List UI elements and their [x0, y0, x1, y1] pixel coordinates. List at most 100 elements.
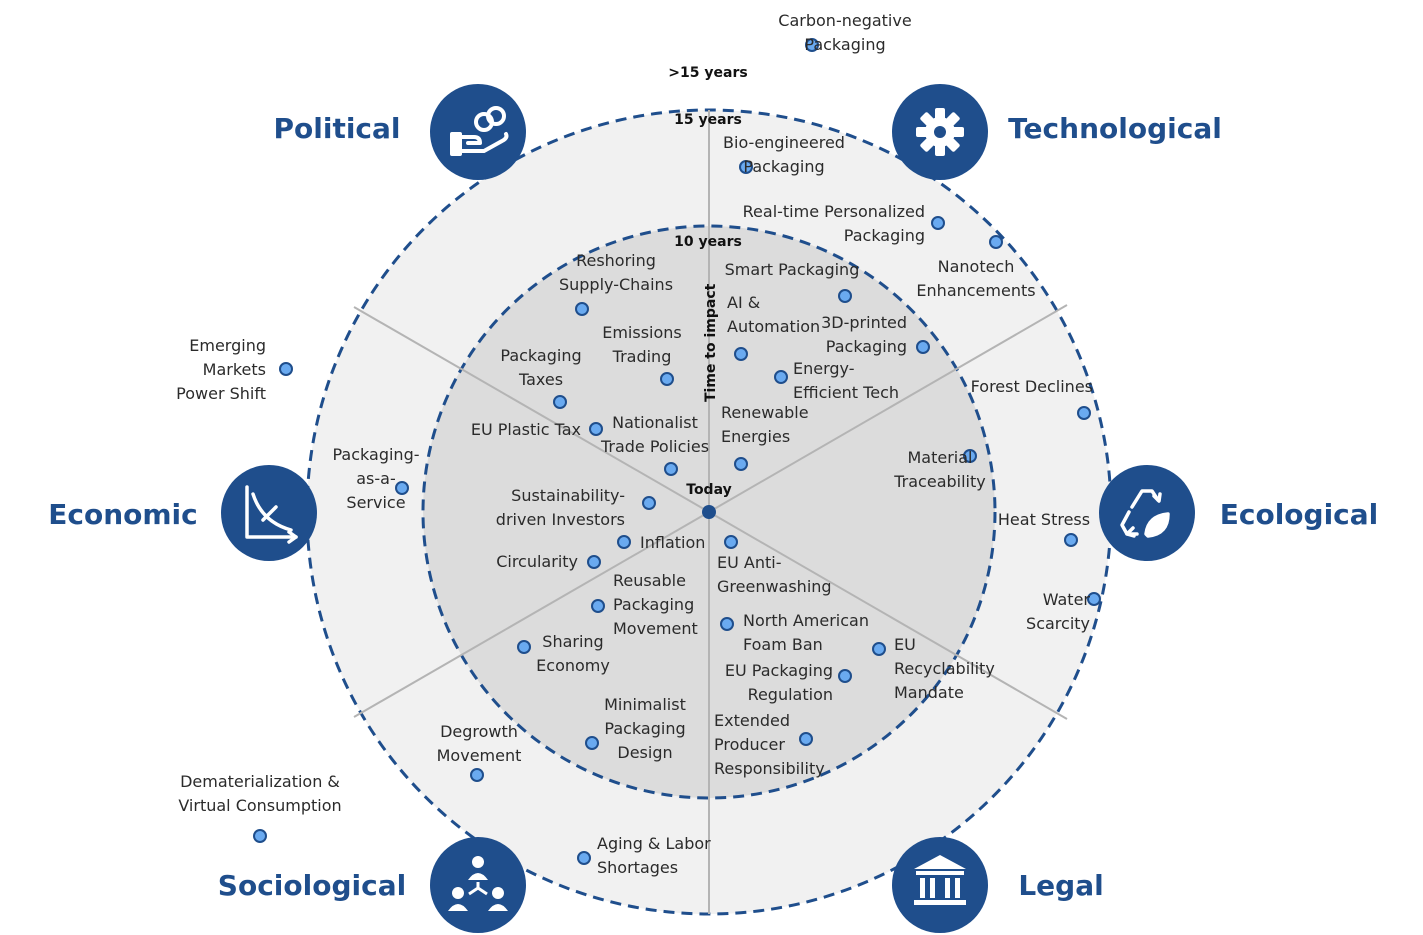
technological-badge	[892, 84, 988, 180]
trend-dot	[1064, 533, 1078, 547]
trend-dot	[553, 395, 567, 409]
trend-label-line: Movement	[437, 746, 522, 765]
trend-label-line: Economy	[536, 656, 610, 675]
category-label-economic: Economic	[48, 498, 198, 531]
economic-badge	[221, 465, 317, 561]
trend-item: AI & Automation	[727, 293, 820, 361]
trend-dot	[720, 617, 734, 631]
trend-label: EU Anti-Greenwashing	[717, 553, 832, 596]
trend-label-line: Reshoring	[576, 251, 656, 270]
trend-dot	[585, 736, 599, 750]
gear-icon	[916, 108, 964, 156]
trend-label: EU Plastic Tax	[471, 420, 581, 439]
ring-label-beyond-15: >15 years	[668, 65, 747, 81]
trend-label-line: Greenwashing	[717, 577, 832, 596]
trend-label-line: AI &	[727, 293, 760, 312]
trend-dot	[739, 160, 753, 174]
ring-label-today: Today	[686, 482, 731, 498]
trend-label-line: Power Shift	[176, 384, 266, 403]
category-label-technological: Technological	[1008, 112, 1222, 145]
trend-dot	[989, 235, 1003, 249]
trend-item: Heat Stress	[998, 510, 1090, 547]
trend-dot	[963, 449, 977, 463]
trend-label-line: Traceability	[893, 472, 985, 491]
trend-label-line: Emerging	[189, 336, 266, 355]
inner-dashed-ring	[421, 224, 997, 800]
trend-label-line: Energy-	[793, 359, 855, 378]
trend-label: Packaging-as-a-Service	[333, 445, 420, 512]
ecological-badge	[1099, 465, 1195, 561]
trend-dot	[799, 732, 813, 746]
trend-label-line: as-a-	[356, 469, 396, 488]
trend-label-line: Automation	[727, 317, 820, 336]
trend-label-line: Packaging	[844, 226, 925, 245]
ring-label-10-years: 10 years	[674, 234, 742, 250]
trend-label-line: Packaging	[500, 346, 581, 365]
trend-label-line: 3D-printed	[821, 313, 907, 332]
trend-label-line: Forest Declines	[971, 377, 1093, 396]
trend-label-line: Minimalist	[604, 695, 686, 714]
trend-label-line: Movement	[613, 619, 698, 638]
trend-label-line: driven Investors	[496, 510, 625, 529]
trend-label-line: Energies	[721, 427, 790, 446]
trend-label-line: Water	[1043, 590, 1091, 609]
trend-dot	[395, 481, 409, 495]
trend-item: Sustainability-driven Investors	[496, 486, 656, 529]
trend-label-line: Extended	[714, 711, 790, 730]
trend-label-line: Real-time Personalized	[743, 202, 925, 221]
trend-dot	[916, 340, 930, 354]
trend-item: EU Plastic Tax	[471, 420, 603, 439]
trend-label-line: Inflation	[640, 533, 705, 552]
trend-dot	[872, 642, 886, 656]
legal-badge	[892, 837, 988, 933]
trend-label-line: Sharing	[542, 632, 603, 651]
trend-label-line: Packaging	[804, 35, 885, 54]
trend-label-line: Service	[346, 493, 405, 512]
trend-dot	[1087, 592, 1101, 606]
hand-coins-icon	[450, 106, 509, 156]
trend-item: Inflation	[617, 533, 705, 552]
trend-label-line: EU Plastic Tax	[471, 420, 581, 439]
people-network-icon	[448, 856, 508, 911]
trend-label-line: Dematerialization &	[180, 772, 340, 791]
trend-label-line: Producer	[714, 735, 785, 754]
sector-dividers	[353, 110, 1068, 914]
divider-lower-left	[353, 511, 710, 718]
trend-label-line: Packaging	[604, 719, 685, 738]
trend-label-line: Packaging	[743, 157, 824, 176]
ring-label-15-years: 15 years	[674, 112, 742, 128]
trend-label-line: North American	[743, 611, 869, 630]
trend-dot	[774, 370, 788, 384]
trend-dot	[587, 555, 601, 569]
trend-dot	[660, 372, 674, 386]
trend-label-line: Shortages	[597, 858, 678, 877]
trend-label: Energy-Efficient Tech	[793, 359, 899, 402]
trend-item: Circularity	[496, 552, 601, 571]
